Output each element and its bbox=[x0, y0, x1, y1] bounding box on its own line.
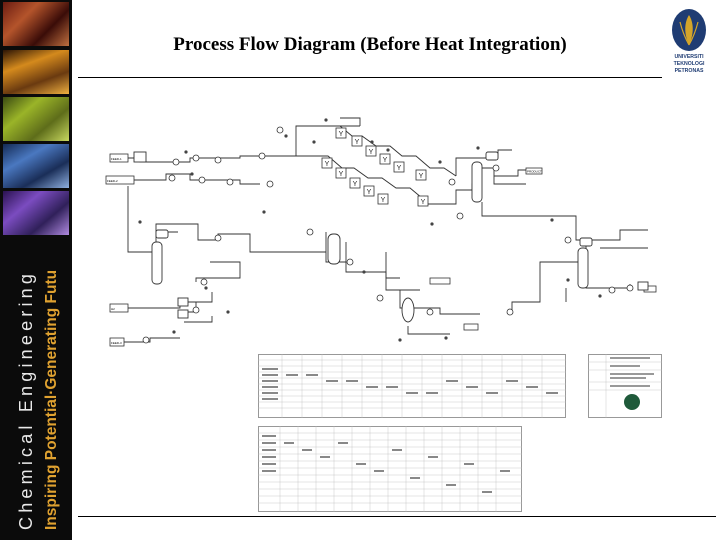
instrument-tags bbox=[138, 118, 602, 342]
title-divider bbox=[78, 77, 662, 78]
stream-table-2 bbox=[258, 426, 522, 512]
sidebar-photo-5 bbox=[3, 191, 69, 235]
stream-box-a bbox=[429, 277, 451, 285]
sidebar-line-1: Chemical Engineering bbox=[16, 270, 36, 530]
distillation-column-1 bbox=[471, 161, 483, 203]
distillation-column-3 bbox=[577, 247, 589, 289]
logo-line-3: PETRONAS bbox=[675, 68, 704, 74]
exchangers-and-pumps bbox=[142, 126, 634, 344]
svg-text:Y: Y bbox=[381, 197, 386, 204]
feed-label-4: FEED-3 bbox=[111, 341, 122, 345]
title-block-seal-icon bbox=[624, 394, 640, 410]
product-label: PRODUCT bbox=[527, 170, 542, 174]
distillation-column-2 bbox=[151, 241, 163, 285]
sidebar-photo-1 bbox=[3, 2, 69, 46]
feed-label-2: FEED-2 bbox=[107, 179, 118, 183]
flash-drum bbox=[401, 297, 415, 323]
sidebar-photo-4 bbox=[3, 144, 69, 188]
svg-text:Y: Y bbox=[355, 139, 360, 146]
sidebar-line-2-part1: Inspiring Potential bbox=[43, 395, 60, 530]
sidebar-photo-3 bbox=[3, 97, 69, 141]
sidebar-line-2-sep: · bbox=[43, 390, 60, 395]
logo-line-2: TEKNOLOGI bbox=[674, 61, 705, 67]
process-flow-diagram: FEED-1 FEED-2 H2 FEED-3 PRODUCT YYY YYY … bbox=[105, 117, 657, 347]
product-box bbox=[525, 167, 543, 175]
svg-text:Y: Y bbox=[421, 199, 426, 206]
svg-text:Y: Y bbox=[325, 161, 330, 168]
svg-text:Y: Y bbox=[353, 181, 358, 188]
footer-divider bbox=[78, 516, 716, 517]
svg-text:Y: Y bbox=[339, 131, 344, 138]
feed-label-1: FEED-1 bbox=[111, 157, 122, 161]
svg-text:Y: Y bbox=[397, 165, 402, 172]
feed-label-3: H2 bbox=[111, 307, 115, 311]
svg-text:Y: Y bbox=[367, 189, 372, 196]
drawing-title-block bbox=[588, 354, 662, 418]
feed-box-2 bbox=[105, 175, 135, 185]
stream-box-b bbox=[463, 323, 479, 331]
svg-text:Y: Y bbox=[383, 157, 388, 164]
svg-text:Y: Y bbox=[419, 173, 424, 180]
sidebar-photo-2 bbox=[3, 50, 69, 94]
stream-table-1 bbox=[258, 354, 566, 418]
feed-box-1 bbox=[109, 153, 129, 163]
svg-text:Y: Y bbox=[369, 149, 374, 156]
svg-text:Y: Y bbox=[339, 171, 344, 178]
sidebar-line-2: Inspiring Potential·Generating Futures bbox=[43, 270, 60, 530]
page-title: Process Flow Diagram (Before Heat Integr… bbox=[173, 34, 567, 55]
sidebar-tagline: Chemical Engineering Inspiring Potential… bbox=[16, 270, 60, 530]
logo-emblem-icon bbox=[685, 15, 693, 45]
sidebar-banner: Chemical Engineering Inspiring Potential… bbox=[0, 0, 72, 540]
sidebar-line-2-part2: Generating Futures bbox=[43, 270, 60, 390]
university-logo: UNIVERSITI TEKNOLOGI PETRONAS bbox=[672, 9, 706, 74]
feed-box-4 bbox=[109, 337, 125, 347]
logo-line-1: UNIVERSITI bbox=[674, 54, 704, 60]
reactor-train bbox=[321, 127, 429, 207]
feed-box-3 bbox=[109, 303, 129, 313]
heat-exchanger-vessel bbox=[327, 233, 341, 265]
